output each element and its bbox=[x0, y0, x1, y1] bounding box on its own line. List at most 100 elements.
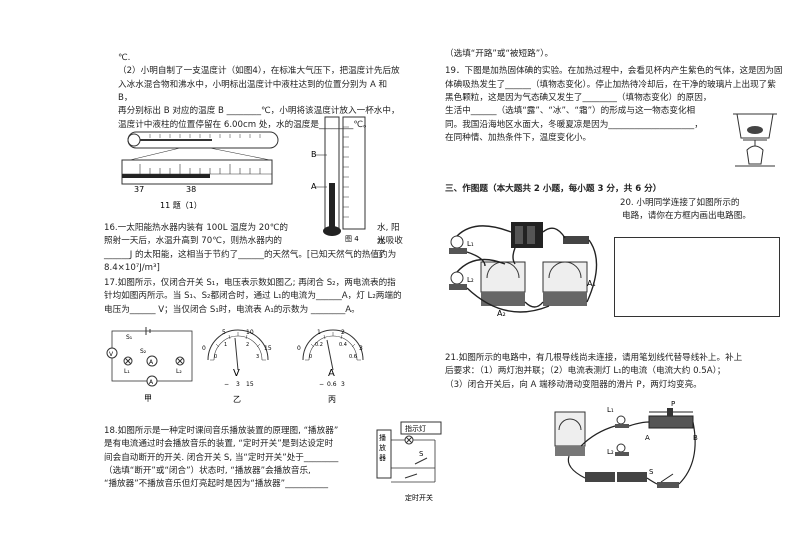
volt-tick-15: 15 bbox=[264, 345, 272, 352]
fig17-ammeter-bing: 0 1 2 3 0 0.2 0.4 0.6 A − 0.6 3 丙 bbox=[297, 329, 364, 404]
q21-line1: 21.如图所示的电路中，有几根导线尚未连接，请用笔划线代替导线补上。补上 bbox=[445, 353, 743, 363]
amp-unit: A bbox=[328, 368, 335, 379]
q17-line1: 17.如图所示，仅闭合开关 S₁，电压表示数如图乙; 再闭合 S₂，两电流表的指 bbox=[104, 278, 396, 288]
fig21-s: S bbox=[649, 468, 654, 476]
q16-line4: 8.4×10⁷J/m³] bbox=[104, 262, 160, 273]
q17-line2: 针均如图丙所示。当 S₁、S₂都闭合时，通过 L₁的电流为______A，灯 L… bbox=[104, 291, 402, 302]
fig17-voltmeter-yi: 0 5 10 15 0 1 2 3 V − 3 15 乙 bbox=[202, 329, 272, 404]
q21-line2: 后要求：（1）两灯泡并联；（2）电流表测灯 L₁的电流（电流大约 0.5A）； bbox=[445, 366, 726, 377]
q20-line2: 电路，请你在方框内画出电路图。 bbox=[622, 211, 751, 222]
q17-line3: 电压为______ V；当仅闭合 S₁时，电流表 A₁的示数为 ________… bbox=[104, 304, 360, 315]
fig4-label-b: B bbox=[311, 150, 317, 159]
volt-tick-10: 10 bbox=[246, 329, 254, 336]
svg-text:A: A bbox=[149, 359, 154, 366]
fig20-a2: A₂ bbox=[497, 309, 506, 318]
volt-terminal-3: 3 bbox=[236, 381, 240, 388]
amp-tick-3: 3 bbox=[359, 345, 363, 352]
thermo-scale-38: 38 bbox=[186, 185, 196, 194]
q18-block: 18.如图所示是一种定时课间音乐播放装置的原理图, “播放器” 是有电流通过时会… bbox=[104, 425, 374, 492]
q16-line2: 照射一天后，水温升高到 70℃，则热水器内的 bbox=[104, 236, 283, 247]
q20-answer-box[interactable] bbox=[614, 237, 780, 317]
svg-text:L₁: L₁ bbox=[124, 368, 130, 375]
volt-tick-0: 0 bbox=[202, 345, 206, 352]
svg-text:L₂: L₂ bbox=[176, 368, 182, 375]
fig-bing-label: 丙 bbox=[328, 395, 336, 404]
q18-line4: （选填“断开”或“闭合”）状态时, “播放器”会播放音乐, bbox=[104, 465, 311, 476]
q19-line5: 同。我国沿海地区水面大，冬暖夏凉是因为____________________， bbox=[445, 119, 703, 130]
q19-line2: 体碘吸热发生了______（填物态变化）。停止加热待冷却后，在干净的玻璃片上出现… bbox=[445, 79, 776, 90]
q17-block: 17.如图所示，仅闭合开关 S₁，电压表示数如图乙; 再闭合 S₂，两电流表的指… bbox=[104, 277, 404, 317]
q18-line3: 间会自动断开的开关. 闭合开关 S, 当“定时开关”处于________ bbox=[104, 452, 339, 463]
amp-small-3: 0.6 bbox=[349, 354, 357, 360]
fig11-caption: 11 题（1） bbox=[160, 201, 202, 210]
iodine-heating-apparatus bbox=[733, 113, 777, 167]
fig21-p: P bbox=[671, 400, 675, 408]
q18-line5: “播放器”不播放音乐但灯亮起时是因为“播放器”__________ bbox=[104, 479, 329, 490]
q19-line3: 黑色颗粒，这是因为气态碘又发生了________（填物态变化）的原因， bbox=[445, 92, 712, 103]
left-column: ℃. （2）小明自制了一支温度计（如图4），在标准大气压下，把温度计先后放 入冰… bbox=[118, 52, 403, 132]
q19-line6: 在同种情、加热条件下，温度变化小。 bbox=[445, 132, 592, 143]
fig20-l1: L₁ bbox=[467, 240, 474, 248]
fig-jia-label: 甲 bbox=[144, 394, 152, 403]
amp-terminal-06: 0.6 bbox=[327, 381, 337, 388]
amp-small-1: 0.2 bbox=[315, 342, 323, 348]
q19-line1: 19．下图是加热固体碘的实验。在加热过程中，会看见杯内产生紫色的气体，这是因为固 bbox=[445, 66, 783, 77]
q16-line2-right: 水吸收了 bbox=[377, 236, 403, 260]
fig20-a1: A₁ bbox=[587, 279, 596, 288]
q2-line4: 温度计中液柱的位置停留在 6.00cm 处，水的温度是________℃。 bbox=[118, 119, 372, 130]
svg-text:S₂: S₂ bbox=[140, 348, 147, 355]
fig18-circuit: 播 放 器 指示灯 S 定时开关 bbox=[376, 421, 442, 502]
volt-terminal-15: 15 bbox=[246, 381, 254, 388]
q18-end: （选填“开路”或“被短路”）。 bbox=[445, 49, 554, 59]
q16-block: 16.一太阳能热水器内装有 100L 温度为 20℃的 水, 阳光 照射一天后，水… bbox=[104, 222, 404, 275]
section3-title: 三、作图题（本大题共 2 小题，每小题 3 分，共 6 分） bbox=[445, 184, 662, 194]
volt-small-3: 3 bbox=[256, 354, 259, 360]
volt-small-0: 0 bbox=[214, 354, 217, 360]
q16-line1: 16.一太阳能热水器内装有 100L 温度为 20℃的 bbox=[104, 223, 288, 233]
amp-tick-0: 0 bbox=[297, 345, 301, 352]
fig20-l2: L₂ bbox=[467, 276, 474, 284]
fig18-player-3: 器 bbox=[379, 454, 386, 462]
fig18-player-2: 放 bbox=[379, 443, 386, 452]
q18-line2: 是有电流通过时会播放音乐的装置, “定时开关”是到达设定时 bbox=[104, 439, 334, 450]
amp-small-0: 0 bbox=[309, 354, 312, 360]
q21-line3: （3）闭合开关后，向 A 端移动滑动变阻器的滑片 P，两灯均变亮。 bbox=[445, 379, 702, 390]
fig21-a: A bbox=[645, 434, 650, 442]
q19-line4: 生活中______（选填“露”、“冰”、“霜”）的形成与这一物态变化相 bbox=[445, 106, 696, 117]
q21-physical-circuit: L₁ L₂ P A B S bbox=[554, 400, 698, 488]
q20-physical-circuit: L₁ L₂ A₂ A₁ bbox=[449, 222, 598, 318]
svg-text:S₁: S₁ bbox=[126, 334, 133, 341]
fig18-s: S bbox=[419, 450, 424, 458]
fig18-player-1: 播 bbox=[379, 433, 386, 442]
volt-small-2: 2 bbox=[246, 342, 249, 348]
fig4-label-a: A bbox=[311, 182, 317, 191]
fig-yi-label: 乙 bbox=[233, 395, 241, 404]
amp-terminal-neg: − bbox=[319, 381, 324, 388]
amp-terminal-3: 3 bbox=[341, 381, 345, 388]
q20-block: 20. 小明同学连接了如图所示的 电路，请你在方框内画出电路图。 bbox=[620, 197, 785, 224]
volt-unit: V bbox=[233, 368, 240, 379]
fig4-tube-thermometer: B A 图 4 bbox=[311, 116, 366, 243]
volt-tick-5: 5 bbox=[222, 329, 226, 336]
volt-small-1: 1 bbox=[224, 342, 227, 348]
q16-line3: ______J 的太阳能，这相当于节约了______的天然气。[已知天然气的热值… bbox=[104, 249, 397, 260]
q21-block: 21.如图所示的电路中，有几根导线尚未连接，请用笔划线代替导线补上。补上 后要求… bbox=[445, 352, 785, 392]
thermometer-figure: 37 38 11 题（1） bbox=[121, 131, 279, 210]
amp-tick-1: 1 bbox=[317, 329, 321, 336]
amp-small-2: 0.4 bbox=[339, 342, 347, 348]
q16-line1-right: 水, 阳光 bbox=[377, 223, 400, 247]
fig18-light-label: 指示灯 bbox=[405, 424, 426, 433]
unit-text: ℃. bbox=[118, 53, 131, 63]
q2-line2: 入冰水混合物和沸水中，小明标出温度计中液柱达到的位置分别为 A 和 B， bbox=[118, 79, 390, 103]
q18-line1: 18.如图所示是一种定时课间音乐播放装置的原理图, “播放器” bbox=[104, 426, 339, 436]
fig18-timer-label: 定时开关 bbox=[405, 493, 433, 502]
q2-line1: （2）小明自制了一支温度计（如图4），在标准大气压下，把温度计先后放 bbox=[118, 66, 400, 77]
fig4-caption: 图 4 bbox=[345, 235, 359, 243]
fig21-l1: L₁ bbox=[607, 406, 614, 414]
right-column: （选填“开路”或“被短路”）。 19．下图是加热固体碘的实验。在加热过程中，会看… bbox=[445, 48, 785, 145]
volt-terminal-neg: − bbox=[224, 381, 229, 388]
svg-text:V: V bbox=[109, 351, 114, 358]
thermo-scale-37: 37 bbox=[134, 185, 144, 194]
fig21-l2: L₂ bbox=[607, 448, 614, 456]
q20-line1: 20. 小明同学连接了如图所示的 bbox=[620, 198, 740, 208]
